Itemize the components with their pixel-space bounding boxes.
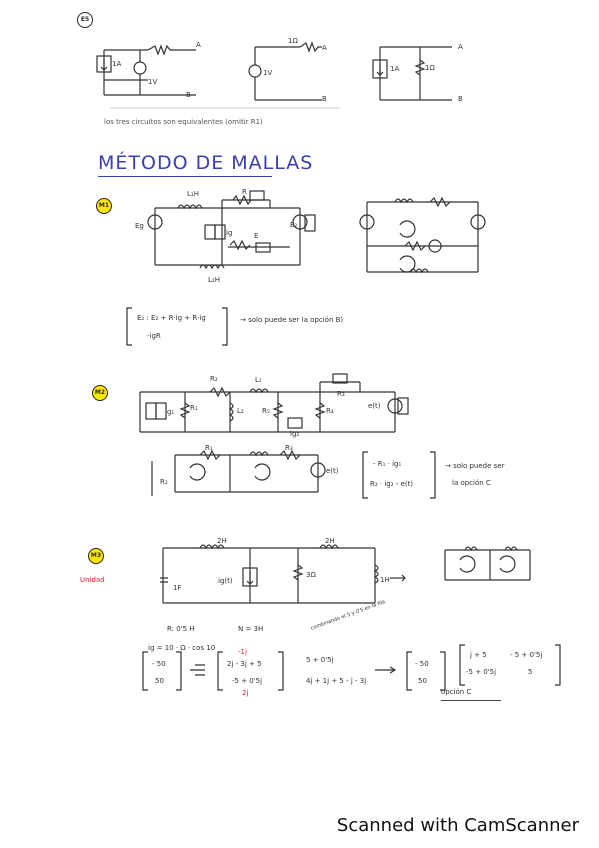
m3-inductor-1h-label: 1H <box>380 576 390 584</box>
exercise-badge-m3: M3 <box>88 548 104 564</box>
m2-r2-label: R₂ <box>210 375 218 383</box>
m3-mat1-row2: -5 + 0'5j <box>232 677 263 685</box>
m2-ect-label: e(t) <box>368 402 381 410</box>
m3-mat2-r1c1: j + 5 <box>470 651 487 659</box>
m3-answer: opción C <box>441 688 472 696</box>
m1-matrix-row2: -igR <box>147 332 161 340</box>
m1-ig-label: ig <box>226 229 233 237</box>
terminal-b-label-1: B <box>186 91 191 99</box>
m2-r1-label: R₁ <box>190 404 198 412</box>
m2-r2-label-lower: R₂ <box>160 478 168 486</box>
m3-margin-note: Unidad <box>80 576 105 584</box>
m2-matrix-row2: R₂ · ig₂ - e(t) <box>370 480 414 488</box>
m2-l2-label: L₂ <box>237 407 244 415</box>
resistor-1ohm-label: 1Ω <box>288 37 298 45</box>
m2-l1-label: L₁ <box>255 376 262 384</box>
m3-capacitor-label: 1F <box>173 584 182 592</box>
m3-given-n: N = 3H <box>238 625 264 633</box>
m1-r-label: R <box>242 188 247 196</box>
m3-answer-underline <box>441 700 501 701</box>
m3-vec-b-row2: 50 <box>418 677 427 685</box>
terminal-b-label-3: B <box>458 95 463 103</box>
m3-mat2-r2c1: -5 + 0'5j <box>466 668 497 676</box>
terminal-b-label-2: B <box>322 95 327 103</box>
m2-r4-label: R₄ <box>326 407 334 415</box>
m2-ig1-label: ig₁ <box>165 408 175 416</box>
m1-e-label: E <box>254 232 259 240</box>
current-source-1a <box>96 55 112 73</box>
m3-inductor-2h-label-2: 2H <box>325 537 335 545</box>
m3-red-note-1: -1j <box>238 648 247 656</box>
m1-matrix-row1: E₂ : E₂ + R·ig + R·ig <box>137 314 206 322</box>
m3-given-r: R: 0'5 H <box>167 625 195 633</box>
m2-conclusion-line1: → solo puede ser <box>445 462 505 470</box>
m2-r3-label-lower: R₃ <box>285 444 293 452</box>
m1-l1-label: L₁H <box>187 190 199 198</box>
m3-mat2-r1c2: - 5 + 0'5j <box>510 651 543 659</box>
m2-ig2-label: ig₂ <box>290 430 300 438</box>
m2-r5-label: R₅ <box>262 407 270 415</box>
m2-conclusion-line2: la opción C <box>452 479 491 487</box>
m1-conclusion: → solo puede ser la opción B) <box>240 316 344 324</box>
page-title: MÉTODO DE MALLAS <box>98 152 314 174</box>
source-1a-label: 1A <box>112 60 122 68</box>
m3-expr1: 5 + 0'5j <box>306 656 334 664</box>
m3-mat1-row1: 2j - 3j + 5 <box>227 660 262 668</box>
m3-red-note-2: 2j <box>242 689 249 697</box>
m3-vec-a-row1: - 50 <box>152 660 166 668</box>
resistor-r1 <box>147 44 196 56</box>
m3-expr2: 4j + 1j + 5 - j - 3j <box>306 677 367 685</box>
m1-l2-label: L₂H <box>208 276 220 284</box>
m3-resistor-label: 3Ω <box>306 571 316 579</box>
terminal-a-label-3: A <box>458 43 463 51</box>
source-1a-label-3: 1A <box>390 65 400 73</box>
source-1v-label: 1V <box>148 78 158 86</box>
m2-r3-label: R₃ <box>337 390 345 398</box>
terminal-a-label-2: A <box>322 44 327 52</box>
m3-ig-equation: ig = 10 · Ω · cos 10 <box>148 644 216 652</box>
scanner-watermark: Scanned with CamScanner <box>336 815 579 836</box>
m3-mat2-r2c2: 5 <box>528 668 533 676</box>
terminal-a-label-1: A <box>196 41 201 49</box>
exercise-badge-e5: E5 <box>77 12 93 28</box>
m1-eg-label: Eg <box>135 222 144 230</box>
m2-ect-label-lower: e(t) <box>326 467 339 475</box>
voltage-source-1v <box>248 64 262 78</box>
m3-inductor-2h-label: 2H <box>217 537 227 545</box>
m2-r1-label-lower: R₁ <box>205 444 213 452</box>
m2-matrix-row1: - R₁ · ig₁ <box>373 460 402 468</box>
m3-vec-a-row2: 50 <box>155 677 164 685</box>
m3-vec-b-row1: - 50 <box>415 660 429 668</box>
source-1v-label-2: 1V <box>263 69 273 77</box>
m3-source-label: ig(t) <box>218 577 233 585</box>
equivalence-note: los tres circuitos son equivalentes (omi… <box>104 118 263 126</box>
resistor-1ohm-label-3: 1Ω <box>425 64 435 72</box>
exercise-badge-m1: M1 <box>96 198 112 214</box>
title-underline <box>98 176 272 177</box>
exercise-badge-m2: M2 <box>92 385 108 401</box>
m1-e2-label: E₂ <box>290 221 298 229</box>
